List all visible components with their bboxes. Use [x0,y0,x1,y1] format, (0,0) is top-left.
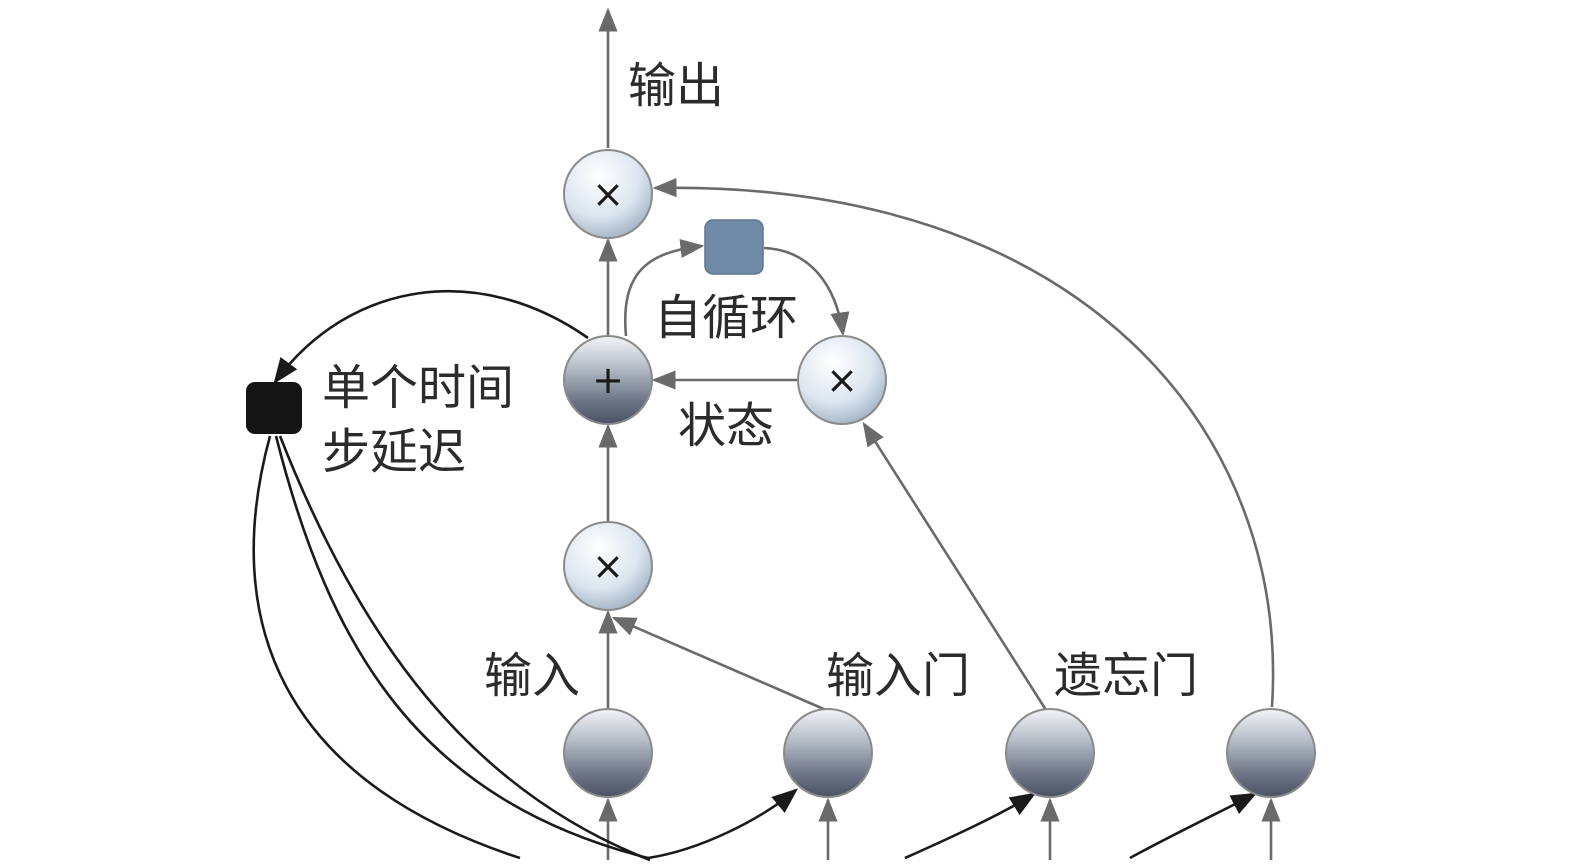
forget-multiply-symbol: × [826,358,858,402]
state-sum-symbol: + [592,358,624,402]
state-sum-node: + [563,335,653,425]
forget-multiply-node: × [797,335,887,425]
self-loop-arrow-up [623,238,705,337]
output-multiply-node: × [563,149,653,239]
output-label: 输出 [628,58,724,114]
delay-square [246,382,302,434]
delay-to-input-gate [274,435,798,860]
input-gate-unit-node [783,708,873,798]
feed-to-forget-gate [904,792,1037,860]
output-multiply-symbol: × [592,172,624,216]
input-multiply-symbol: × [592,544,624,588]
state-label: 状态 [678,398,774,454]
input-gate-label: 输入门 [826,648,970,704]
input-multiply-node: × [563,521,653,611]
input-label: 输入 [484,648,580,704]
forget-gate-label: 遗忘门 [1054,648,1198,704]
input-unit-node [563,708,653,798]
self-loop-square [704,219,764,275]
self-loop-arrow-down [763,246,850,337]
self-loop-label: 自循环 [654,290,798,346]
forget-gate-arrow [862,421,1048,711]
output-gate-arrow [652,178,1275,708]
forget-gate-unit-node [1005,708,1095,798]
output-gate-unit-node [1226,708,1316,798]
delay-to-bottom-left [252,435,521,860]
delay-label-line2: 步延迟 [322,424,466,480]
delay-to-bottom-center [278,435,651,862]
sum-to-delay-arrow [273,289,589,385]
input-gate-arrow [611,616,827,712]
delay-label-line1: 单个时间 [322,360,514,416]
feed-to-output-gate [1129,792,1258,860]
